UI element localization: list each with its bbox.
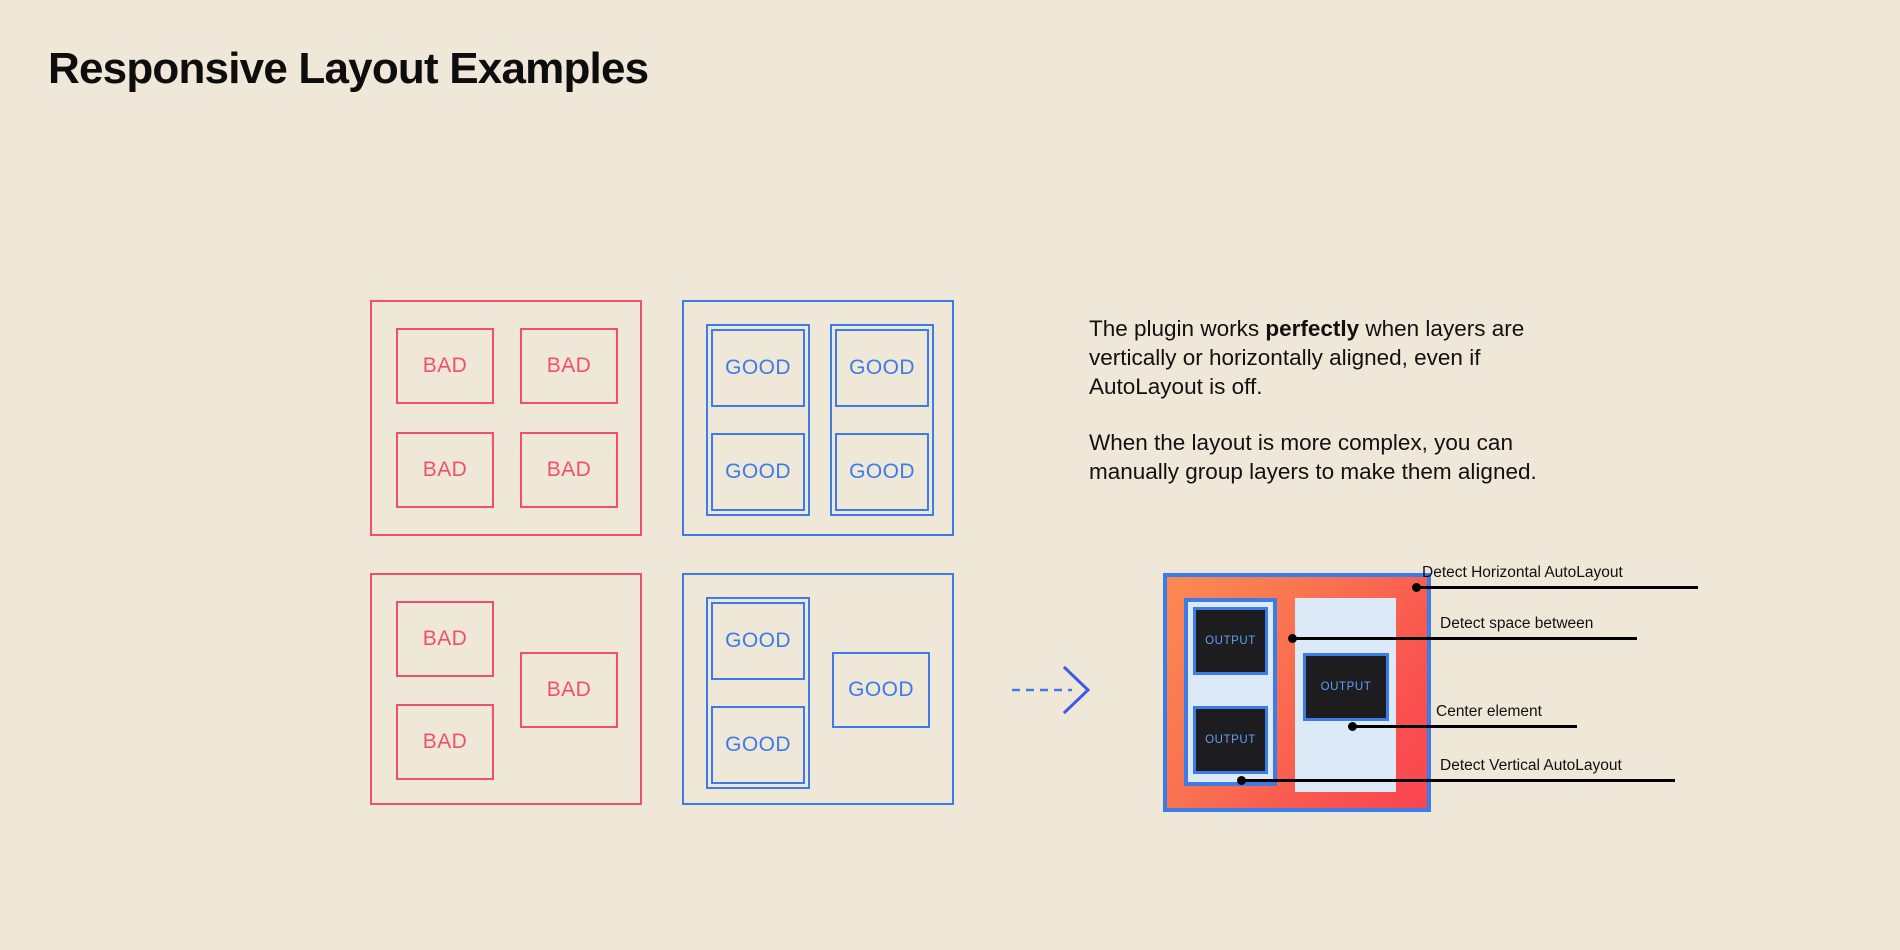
panel-bad-grid: BAD BAD BAD BAD [370, 300, 642, 536]
cell-good: GOOD [711, 329, 805, 407]
copy-p1-before: The plugin works [1089, 316, 1266, 341]
layer-group: GOOD GOOD [830, 324, 934, 516]
cell-bad: BAD [520, 652, 618, 728]
annotation-label: Detect space between [1440, 615, 1594, 632]
cell-good: GOOD [835, 329, 929, 407]
output-box: OUTPUT [1303, 653, 1389, 721]
copy-p1-after: when layers are vertically or horizontal… [1089, 316, 1525, 399]
cell-good: GOOD [835, 433, 929, 511]
panel-bad-complex: BAD BAD BAD [370, 573, 642, 805]
output-box: OUTPUT [1193, 706, 1268, 774]
cell-good: GOOD [711, 433, 805, 511]
cell-bad: BAD [396, 328, 494, 404]
layer-group: GOOD GOOD [706, 324, 810, 516]
annotation-line [1241, 779, 1675, 782]
panel-good-grid: GOOD GOOD GOOD GOOD [682, 300, 954, 536]
result-frame: OUTPUT OUTPUT OUTPUT [1163, 573, 1431, 812]
annotation-label: Detect Horizontal AutoLayout [1422, 564, 1623, 581]
dashed-arrow-right-icon [1010, 660, 1100, 720]
layer-group: GOOD GOOD [706, 597, 810, 789]
annotation-label: Center element [1436, 703, 1542, 720]
copy-paragraph-1: The plugin works perfectly when layers a… [1089, 314, 1559, 401]
explanation-copy: The plugin works perfectly when layers a… [1089, 314, 1559, 486]
cell-good: GOOD [711, 602, 805, 680]
center-element-column: OUTPUT [1295, 598, 1396, 792]
cell-bad: BAD [396, 601, 494, 677]
cell-bad: BAD [396, 704, 494, 780]
cell-bad: BAD [520, 432, 618, 508]
annotation-label: Detect Vertical AutoLayout [1440, 757, 1622, 774]
copy-paragraph-2: When the layout is more complex, you can… [1089, 430, 1537, 484]
annotation-line [1292, 637, 1637, 640]
annotation-line [1416, 586, 1698, 589]
cell-bad: BAD [520, 328, 618, 404]
page-title: Responsive Layout Examples [48, 44, 649, 93]
panel-good-complex: GOOD GOOD GOOD [682, 573, 954, 805]
cell-bad: BAD [396, 432, 494, 508]
annotation-line [1352, 725, 1577, 728]
vertical-autolayout-group: OUTPUT OUTPUT [1184, 598, 1277, 786]
copy-p1-bold: perfectly [1265, 316, 1360, 341]
cell-good: GOOD [832, 652, 930, 728]
cell-good: GOOD [711, 706, 805, 784]
output-box: OUTPUT [1193, 607, 1268, 675]
